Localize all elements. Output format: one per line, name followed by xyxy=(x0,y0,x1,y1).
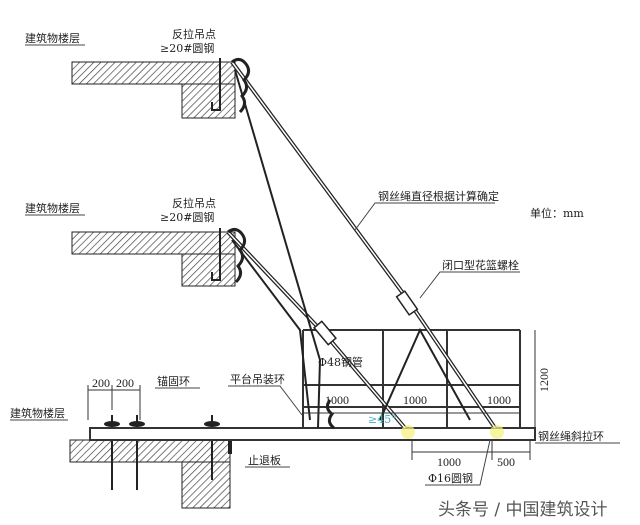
label-floor-bottom: 建筑物楼层 xyxy=(10,406,65,420)
label-pipe: Φ48钢管 xyxy=(318,355,363,369)
highlight-marker xyxy=(401,425,415,439)
label-anchor-top-steel: ≥20#圆钢 xyxy=(160,42,214,55)
label-turnbuckle: 闭口型花篮螺栓 xyxy=(442,258,519,272)
floor-slab-bottom xyxy=(69,415,232,509)
label-anchor-middle-steel: ≥20#圆钢 xyxy=(160,211,214,224)
dim-1000-b: 1000 xyxy=(403,393,427,407)
label-lifting-ring: 平台吊装环 xyxy=(230,372,285,386)
floor-slab-top xyxy=(71,58,236,119)
watermark: 头条号 / 中国建筑设计 xyxy=(438,500,608,520)
dimension-lines xyxy=(87,330,536,460)
dim-1000-a: 1000 xyxy=(325,393,349,407)
label-floor-middle: 建筑物楼层 xyxy=(25,201,80,215)
label-anchor-ring: 锚固环 xyxy=(157,374,190,388)
label-anchor-middle: 反拉吊点 xyxy=(172,196,216,210)
label-floor-top: 建筑物楼层 xyxy=(25,31,80,45)
label-rope-ring: 钢丝绳斜拉环 xyxy=(538,429,604,443)
label-rope-note: 钢丝绳直径根据计算确定 xyxy=(378,189,499,203)
highlight-marker xyxy=(490,425,504,439)
dim-1200: 1200 xyxy=(537,368,551,392)
label-stop-plate: 止退板 xyxy=(248,453,281,467)
dim-500: 500 xyxy=(497,455,515,469)
floor-slab-middle xyxy=(71,228,236,287)
label-anchor-top: 反拉吊点 xyxy=(172,27,216,41)
wire-ropes xyxy=(226,57,497,430)
dim-1000-c: 1000 xyxy=(487,393,511,407)
label-angle: ≥45° xyxy=(368,413,397,426)
label-unit: 单位：mm xyxy=(530,206,584,220)
dim-200-a: 200 xyxy=(92,376,110,390)
label-round-steel: Φ16圆钢 xyxy=(428,472,473,485)
leader-lines xyxy=(10,44,620,486)
dim-200-b: 200 xyxy=(116,376,134,390)
platform-frame xyxy=(89,329,536,441)
dim-1000-bottom: 1000 xyxy=(437,455,461,469)
